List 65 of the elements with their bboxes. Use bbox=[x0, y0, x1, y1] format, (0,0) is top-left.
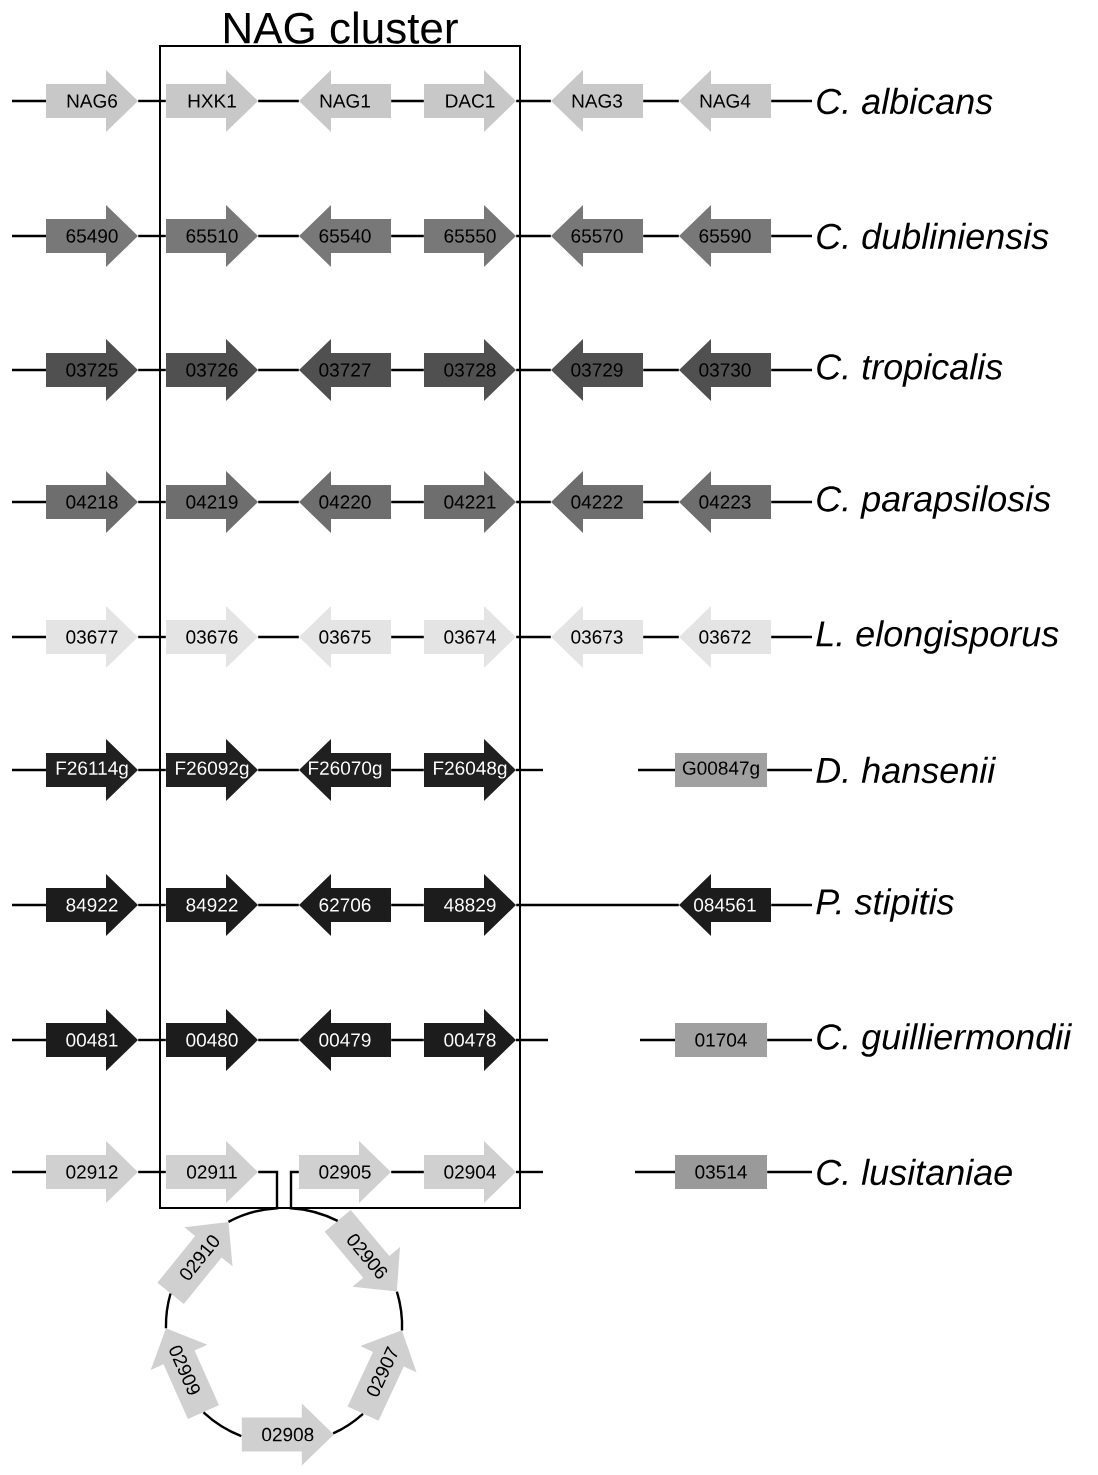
chromosome-line bbox=[391, 1038, 424, 1042]
species-label: C. dubliniensis bbox=[817, 222, 1049, 250]
chromosome-line bbox=[643, 500, 679, 504]
chromosome-line bbox=[516, 500, 551, 504]
chromosome-line bbox=[516, 368, 551, 372]
chromosome-line bbox=[138, 1170, 166, 1174]
chromosome-line bbox=[258, 500, 299, 504]
species-label: C. lusitaniae bbox=[817, 1158, 1012, 1186]
chromosome-line bbox=[258, 1038, 299, 1042]
chromosome-line bbox=[771, 99, 812, 103]
chromosome-line bbox=[771, 368, 812, 372]
chromosome-line bbox=[391, 234, 424, 238]
chromosome-line bbox=[258, 903, 299, 907]
species-label: P. stipitis bbox=[816, 888, 954, 922]
chromosome-line bbox=[391, 368, 424, 372]
chromosome-line bbox=[391, 99, 424, 103]
chromosome-line bbox=[395, 1291, 404, 1331]
species-label: C. guilliermondii bbox=[817, 1023, 1072, 1057]
chromosome-line bbox=[516, 234, 551, 238]
chromosome-line bbox=[391, 500, 424, 504]
chromosome-line bbox=[771, 500, 812, 504]
chromosome-line bbox=[138, 1038, 166, 1042]
gene-box: 03514 bbox=[675, 1155, 767, 1189]
gene-box: G00847g bbox=[675, 753, 767, 787]
chromosome-line bbox=[227, 1170, 279, 1223]
chromosome-line bbox=[771, 635, 812, 639]
chromosome-line bbox=[516, 635, 551, 639]
chromosome-line bbox=[771, 234, 812, 238]
chromosome-line bbox=[391, 903, 424, 907]
chromosome-line bbox=[138, 903, 166, 907]
chromosome-line bbox=[138, 635, 166, 639]
chromosome-line bbox=[164, 1293, 172, 1329]
chromosome-line bbox=[258, 234, 299, 238]
chromosome-line bbox=[138, 500, 166, 504]
chromosome-line bbox=[643, 234, 679, 238]
chromosome-line bbox=[138, 768, 166, 772]
chromosome-line bbox=[258, 768, 299, 772]
chromosome-line bbox=[767, 1038, 812, 1042]
species-label: C. albicans bbox=[817, 87, 993, 115]
chromosome-line bbox=[643, 635, 679, 639]
species-label: C. parapsilosis bbox=[817, 485, 1051, 519]
chromosome-line bbox=[516, 903, 679, 907]
chromosome-line bbox=[138, 368, 166, 372]
species-label: C. tropicalis bbox=[817, 353, 1003, 387]
chromosome-line bbox=[138, 99, 166, 103]
gene-box: 01704 bbox=[675, 1023, 767, 1057]
chromosome-line bbox=[391, 1170, 424, 1174]
chromosome-line bbox=[516, 99, 551, 103]
chromosome-line bbox=[138, 234, 166, 238]
chromosome-line bbox=[289, 1170, 339, 1222]
chromosome-line bbox=[643, 368, 679, 372]
chromosome-line bbox=[258, 368, 299, 372]
chromosome-line bbox=[202, 1411, 242, 1438]
chromosome-line bbox=[771, 903, 812, 907]
chromosome-line bbox=[258, 99, 299, 103]
chromosome-line bbox=[643, 99, 679, 103]
species-label: D. hansenii bbox=[816, 756, 997, 784]
chromosome-line bbox=[767, 1170, 812, 1174]
node-label: NAG cluster bbox=[225, 11, 458, 44]
species-label: L. elongisporus bbox=[816, 620, 1059, 654]
chromosome-line bbox=[258, 635, 299, 639]
chromosome-line bbox=[767, 768, 812, 772]
chromosome-line bbox=[332, 1412, 364, 1435]
chromosome-line bbox=[391, 768, 424, 772]
chromosome-line bbox=[391, 635, 424, 639]
